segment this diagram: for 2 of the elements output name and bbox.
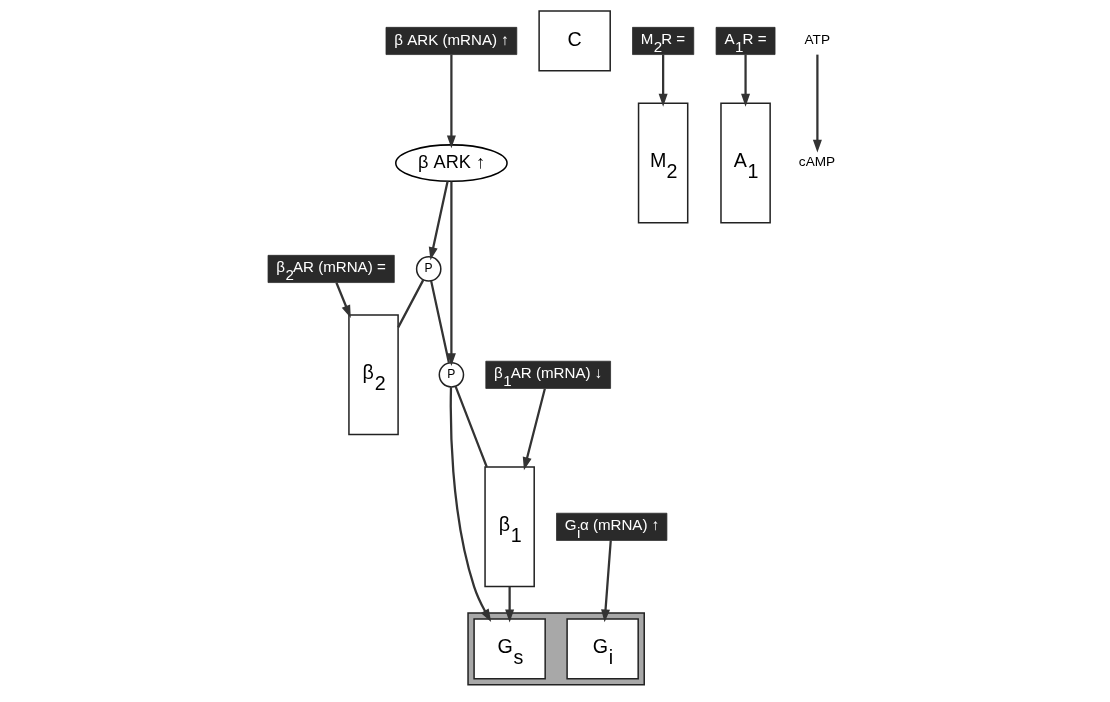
node-text: cAMP	[798, 154, 836, 170]
node-text: ATP	[804, 32, 831, 48]
